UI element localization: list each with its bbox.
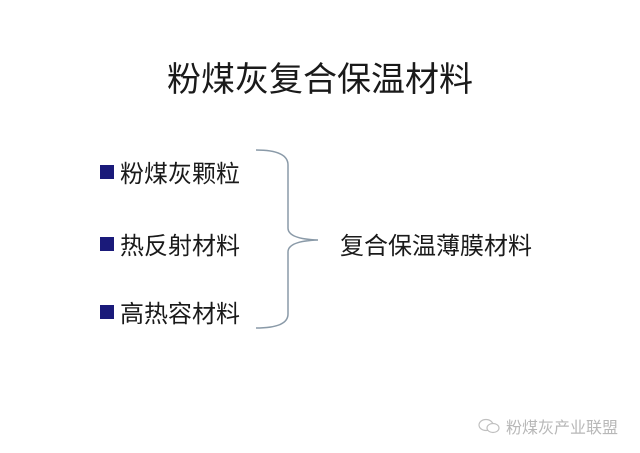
item-label: 粉煤灰颗粒: [120, 162, 240, 188]
list-item: 热反射材料: [100, 226, 240, 261]
result-label: 复合保温薄膜材料: [340, 234, 532, 260]
list-item: 粉煤灰颗粒: [100, 154, 240, 189]
wechat-icon: [478, 418, 500, 434]
square-bullet-icon: [100, 304, 114, 319]
watermark-text: 粉煤灰产业联盟: [506, 420, 619, 437]
item-label: 高热容材料: [120, 302, 240, 328]
item-label: 热反射材料: [120, 234, 240, 260]
list-item: 高热容材料: [100, 294, 240, 329]
slide-title: 粉煤灰复合保温材料: [167, 62, 473, 99]
square-bullet-icon: [100, 164, 114, 179]
watermark: 粉煤灰产业联盟: [478, 414, 618, 438]
square-bullet-icon: [100, 236, 114, 251]
